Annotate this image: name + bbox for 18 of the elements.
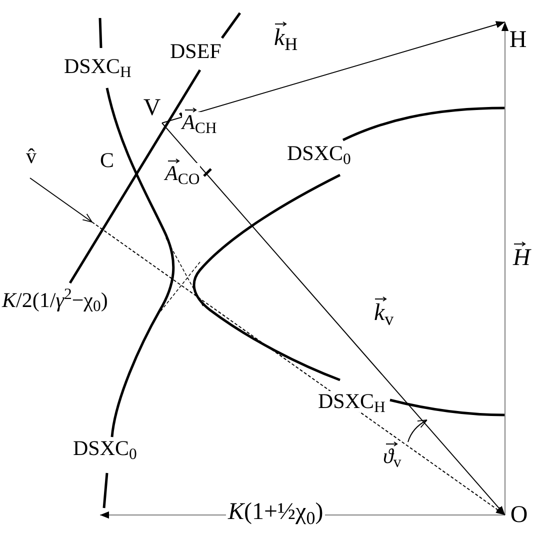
edge-label: K(1+½χ$_{0}$) [226, 500, 326, 524]
edge-label: k$_{v}$ [372, 301, 396, 325]
edge-label: k$_{H}$ [272, 26, 300, 50]
curve-label: A$_{CH}$ [182, 112, 217, 133]
point-label: O [510, 503, 528, 527]
point-label: H [509, 28, 527, 52]
arrow [501, 22, 509, 516]
curve-label: DSXC$_{H}$ [318, 391, 386, 412]
curve-label: K/2(1/γ$^{2}$−χ$_{0}$) [2, 290, 108, 311]
curve-label: ϑ$_{v}$ [383, 446, 402, 467]
curve-label: DSXC$_{0}$ [73, 438, 137, 459]
curve-label: DSXC$_{H}$ [64, 56, 132, 77]
curve-label: DSXC$_{0}$ [287, 143, 351, 164]
arrow [92, 222, 506, 516]
arrow [162, 122, 506, 516]
curve-label: A$_{CO}$ [165, 163, 200, 184]
point-label: V [143, 96, 161, 120]
arrow [162, 21, 506, 124]
